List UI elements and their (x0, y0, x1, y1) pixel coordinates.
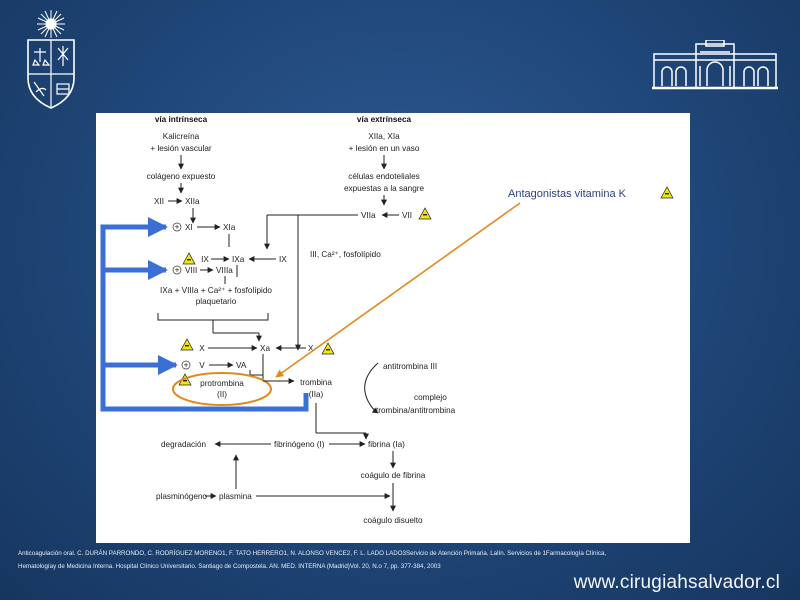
plaquetario-label: plaquetario (196, 297, 237, 306)
fibrinogeno-label: fibrinógeno (I) (274, 440, 325, 449)
coagulo-disuelto-label: coágulo disuelto (363, 516, 423, 525)
extrinsic-pathway-header: vía extrínseca (357, 115, 412, 124)
lesion-vaso-label: + lesión en un vaso (349, 144, 420, 153)
kalicreina-label: Kalicreína (163, 132, 200, 141)
citation: Anticoagulación oral. C. DURÁN PARRONDO,… (18, 547, 788, 573)
x-left-label: X (199, 344, 205, 353)
warning-triangle-icon (321, 342, 335, 355)
v-label: V (199, 361, 205, 370)
ix-left-label: IX (201, 255, 209, 264)
iii-ca-fosfolipido-label: III, Ca²⁺, fosfolípido (310, 250, 381, 259)
ix-right-label: IX (279, 255, 287, 264)
plus-circle-icon (172, 265, 182, 275)
expuestas-label: expuestas a la sangre (344, 184, 425, 193)
protrombina-highlight-ellipse (172, 372, 272, 406)
viiia-label: VIIIa (216, 266, 233, 275)
plus-sign: + (175, 266, 180, 275)
plus-sign: + (184, 361, 189, 370)
bracket (157, 313, 269, 321)
citation-line-1: Anticoagulación oral. C. DURÁN PARRONDO,… (18, 550, 607, 557)
warning-triangle-icon (180, 338, 194, 351)
antagonistas-vitamina-k-label: Antagonistas vitamina K (508, 188, 627, 200)
plus-circle-icon (181, 360, 191, 370)
va-label: VA (236, 361, 247, 370)
plasminogeno-label: plasminógeno (156, 492, 207, 501)
fibrina-label: fibrina (Ia) (368, 440, 405, 449)
colageno-label: colágeno expuesto (147, 172, 216, 181)
website-url: www.cirugiahsalvador.cl (573, 572, 780, 593)
callout-arrow (275, 202, 521, 378)
viii-label: VIII (185, 266, 197, 275)
xia-label: XIa (223, 223, 236, 232)
xiia-label: XIIa (185, 197, 200, 206)
intrinsic-pathway-header: vía intrínseca (155, 115, 208, 124)
celulas-label: células endoteliales (348, 172, 419, 181)
thrombin-feedback-arrows (100, 217, 309, 412)
warning-triangle-icon (182, 252, 196, 265)
ixa-label: IXa (232, 255, 245, 264)
protrombina-label: protrombina (200, 379, 244, 388)
warning-triangle-icon (418, 207, 432, 220)
ii-label: (II) (217, 390, 227, 399)
xa-label: Xa (260, 344, 270, 353)
xii-label: XII (154, 197, 164, 206)
iia-label: (IIa) (309, 390, 324, 399)
viia-label: VIIa (361, 211, 376, 220)
lesion-vascular-label: + lesión vascular (150, 144, 211, 153)
plus-sign: + (175, 223, 180, 232)
xi-label: XI (185, 223, 193, 232)
vii-label: VII (402, 211, 412, 220)
trombina-antitrombina-label: trombina/antitrombina (376, 406, 456, 415)
plus-circle-icon (172, 222, 182, 232)
coagulation-cascade-diagram: vía intrínseca vía extrínseca Kalicreína… (96, 113, 690, 543)
complex-label: IXa + VIIIa + Ca²⁺ + fosfolípido (160, 286, 272, 295)
coagulo-fibrina-label: coágulo de fibrina (361, 471, 426, 480)
citation-line-2: Hematologíay de Medicina Interna. Hospit… (18, 563, 441, 570)
antitrombina-label: antitrombina III (383, 362, 437, 371)
complejo-label: complejo (414, 393, 447, 402)
trombina-label: trombina (300, 378, 332, 387)
curved-arrow (364, 362, 379, 414)
building-facade-icon (652, 40, 778, 90)
x-right-label: X (308, 344, 314, 353)
degradacion-label: degradación (161, 440, 207, 449)
xiia-xia-label: XIIa, XIa (368, 132, 400, 141)
plasmina-label: plasmina (219, 492, 252, 501)
university-crest-icon (27, 10, 75, 109)
warning-triangle-icon (660, 186, 674, 199)
